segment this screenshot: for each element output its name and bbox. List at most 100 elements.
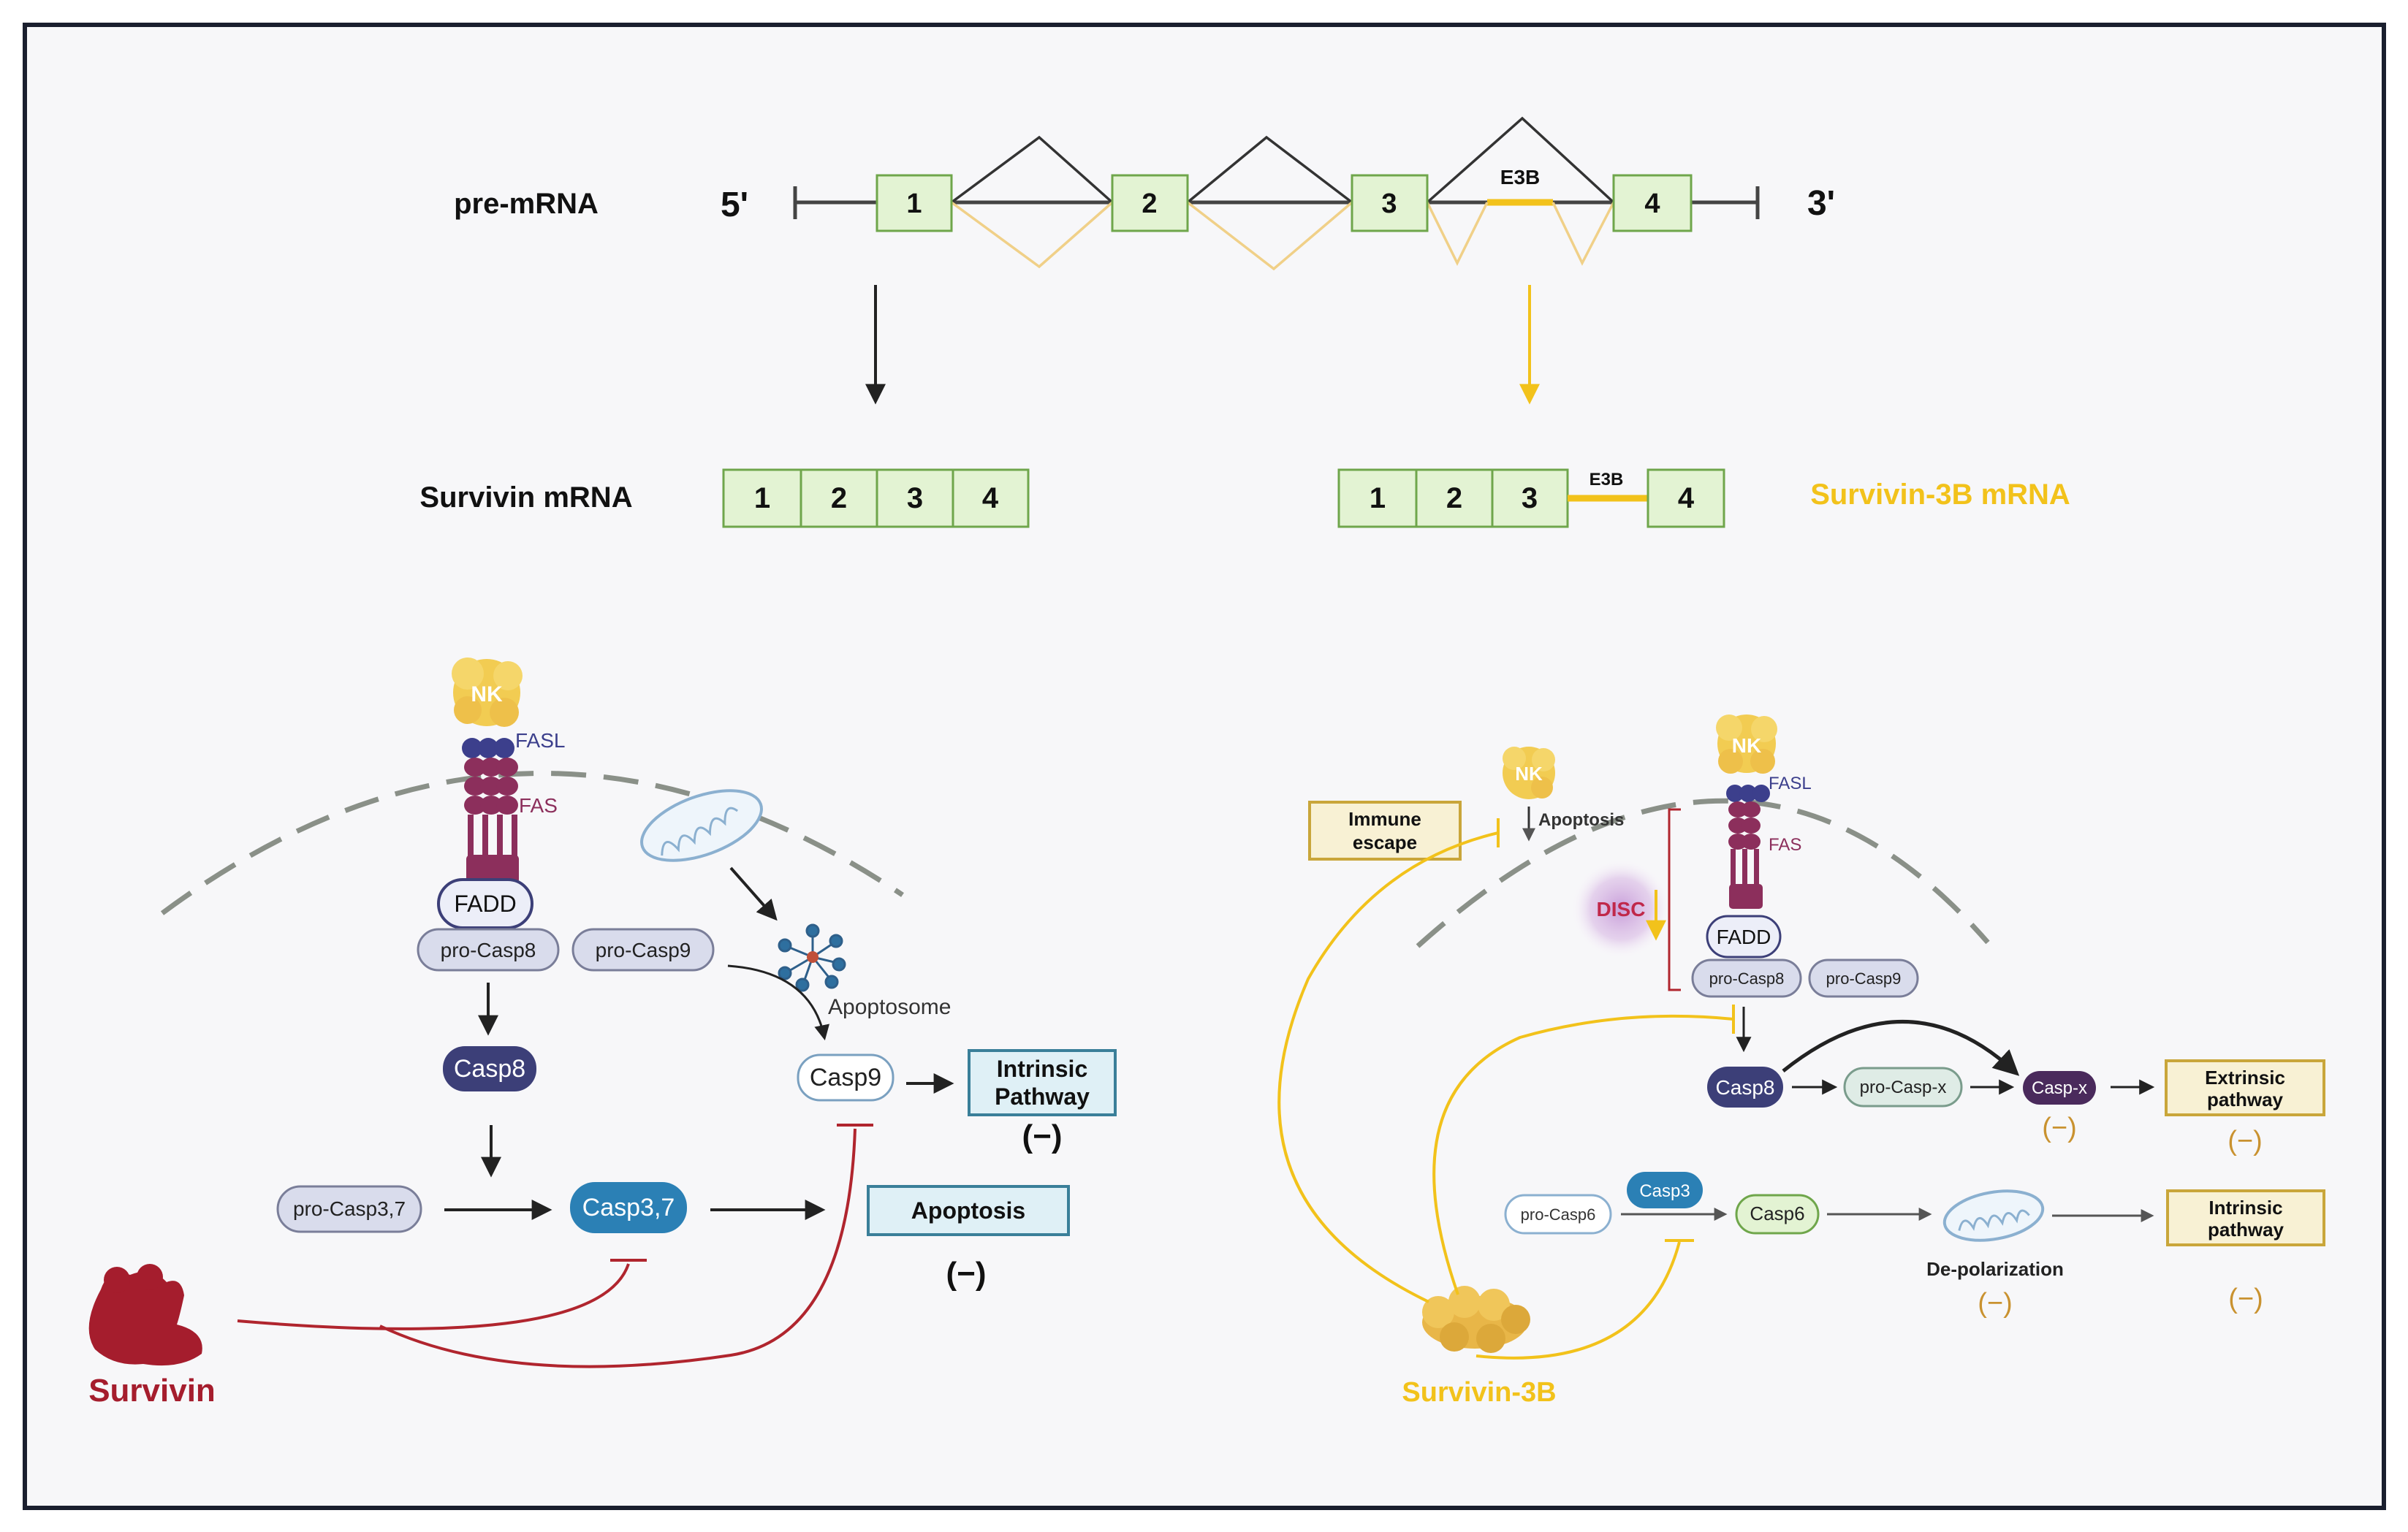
survivin-mrna-exon-3: 3: [907, 482, 923, 514]
canonical-splice-lines: [950, 116, 1615, 204]
survivin3b-exon-2: 2: [1446, 482, 1462, 514]
left-mito-to-apoptosome-arrow: [729, 866, 778, 921]
right-casp8-label: Casp8: [1716, 1076, 1775, 1099]
left-procasp9-to-casp9-arrow: [727, 964, 829, 1041]
left-fadd-label: FADD: [454, 891, 516, 917]
right-casp8-to-caspx-curve: [1782, 1020, 2020, 1076]
right-nk-label: NK: [1732, 734, 1761, 757]
left-apoptosis-minus: (−): [946, 1256, 987, 1292]
premrna-exon-4-label: 4: [1644, 188, 1660, 219]
right-nk-cell: NK: [1716, 714, 1777, 774]
survivin-mrna: 1 2 3 4: [722, 468, 1030, 528]
survivin3b-exon-3: 3: [1522, 482, 1538, 514]
left-fadd: [437, 878, 533, 929]
right-fasl: [1726, 785, 1770, 802]
right-casp3-label: Casp3: [1639, 1181, 1690, 1201]
survivin-mrna-exon-2: 2: [831, 482, 847, 514]
right-pro-casp9-label: pro-Casp9: [1826, 969, 1902, 988]
right-casp8: [1707, 1067, 1783, 1108]
survivin3b-mrna: 1 2 3 4 E3B: [1337, 468, 1725, 528]
right-depolarization-minus: (−): [1978, 1288, 2013, 1319]
right-mitochondrion-icon: [1942, 1189, 2045, 1242]
right-extrinsic-minus: (−): [2227, 1126, 2263, 1156]
right-pro-casp-x-label: pro-Casp-x: [1860, 1078, 1947, 1097]
survivin-mrna-exon-1: 1: [754, 482, 770, 514]
survivin3b-e3b-label: E3B: [1589, 470, 1624, 489]
left-pro-casp37-label: pro-Casp3,7: [293, 1197, 406, 1220]
right-casp6: [1735, 1194, 1820, 1235]
right-pro-casp8-label: pro-Casp8: [1709, 969, 1785, 988]
outer-frame: [23, 23, 2386, 1510]
right-pro-casp8: [1691, 959, 1802, 998]
left-fas-receptor: [464, 758, 519, 884]
right-disc-bracket: [1668, 808, 1681, 991]
left-intrinsic-pathway-box: [968, 1049, 1117, 1116]
premrna-exon-1: [876, 174, 953, 232]
right-extrinsic-line2: pathway: [2207, 1089, 2284, 1110]
left-casp8: [443, 1046, 536, 1091]
survivin3b-exon-4: 4: [1678, 482, 1695, 514]
premrna-backbone: [793, 186, 1760, 219]
premrna-label: pre-mRNA: [454, 188, 599, 220]
left-pro-casp9-label: pro-Casp9: [596, 939, 691, 961]
survivin-mrna-label: Survivin mRNA: [419, 481, 632, 514]
left-survivin-protein-icon: [88, 1264, 202, 1366]
left-casp37-label: Casp3,7: [582, 1194, 675, 1222]
premrna-exon-3: [1351, 174, 1429, 232]
right-casp6-label: Casp6: [1750, 1203, 1804, 1224]
left-pro-casp8-label: pro-Casp8: [441, 939, 536, 961]
right-apoptosis-label: Apoptosis: [1538, 810, 1624, 830]
right-extrinsic-line1: Extrinsic: [2205, 1067, 2285, 1089]
left-intrinsic-line2: Pathway: [995, 1083, 1090, 1110]
premrna-exon-3-label: 3: [1381, 188, 1397, 219]
alternative-splice-lines: [950, 201, 1615, 271]
right-intrinsic-pathway-box: [2166, 1189, 2325, 1246]
left-cell-membrane: [160, 771, 904, 915]
premrna-exon-2: [1111, 174, 1189, 232]
five-prime-label: 5': [721, 186, 748, 224]
left-fasl: [462, 738, 514, 758]
right-immune-escape-line2: escape: [1353, 831, 1417, 853]
left-nk-label: NK: [471, 682, 503, 706]
right-immune-escape-line1: Immune: [1348, 808, 1421, 830]
right-casp3: [1627, 1172, 1703, 1208]
left-pro-casp9: [571, 928, 715, 972]
left-casp37: [570, 1182, 687, 1233]
three-prime-label: 3': [1807, 184, 1835, 223]
right-fadd: [1706, 915, 1782, 959]
left-intrinsic-minus: (−): [1022, 1118, 1063, 1154]
premrna-exon-1-label: 1: [906, 188, 922, 219]
left-apoptosis-label: Apoptosis: [911, 1197, 1025, 1224]
right-casp-x: [2023, 1071, 2096, 1105]
right-pro-casp9: [1808, 959, 1919, 998]
right-intrinsic-line2: pathway: [2208, 1219, 2284, 1241]
left-apoptosome-icon: [778, 923, 846, 992]
right-disc-label: DISC: [1597, 898, 1646, 921]
left-casp9-label: Casp9: [810, 1064, 881, 1091]
right-small-nk-cell: NK: [1503, 747, 1555, 799]
right-survivin3b-label: Survivin-3B: [1402, 1377, 1556, 1408]
premrna-exons: 1 2 3 4: [876, 174, 1693, 232]
survivin3b-mrna-label: Survivin-3B mRNA: [1810, 479, 2070, 511]
left-casp8-label: Casp8: [454, 1055, 525, 1083]
left-apoptosis-box: [867, 1185, 1070, 1236]
right-intrinsic-line1: Intrinsic: [2208, 1197, 2282, 1219]
left-fas-label: FAS: [519, 794, 558, 817]
left-survivin-inhibition-lines: [237, 1124, 873, 1368]
premrna-exon-2-label: 2: [1142, 188, 1157, 219]
right-pro-casp6-label: pro-Casp6: [1521, 1205, 1596, 1224]
left-nk-cell: NK: [452, 658, 523, 727]
right-extrinsic-pathway-box: [2165, 1059, 2325, 1116]
right-casp-x-minus: (−): [2042, 1113, 2077, 1143]
right-pro-casp6: [1504, 1194, 1612, 1235]
right-fasl-label: FASL: [1769, 774, 1812, 793]
right-fadd-label: FADD: [1717, 926, 1771, 948]
right-immune-escape-box: [1308, 801, 1462, 861]
left-survivin-label: Survivin: [88, 1373, 216, 1409]
right-pro-casp-x: [1843, 1067, 1963, 1108]
left-intrinsic-line1: Intrinsic: [997, 1056, 1087, 1082]
right-fas-receptor: [1728, 801, 1763, 909]
right-fas-label: FAS: [1769, 835, 1801, 855]
left-pro-casp8: [417, 928, 560, 972]
